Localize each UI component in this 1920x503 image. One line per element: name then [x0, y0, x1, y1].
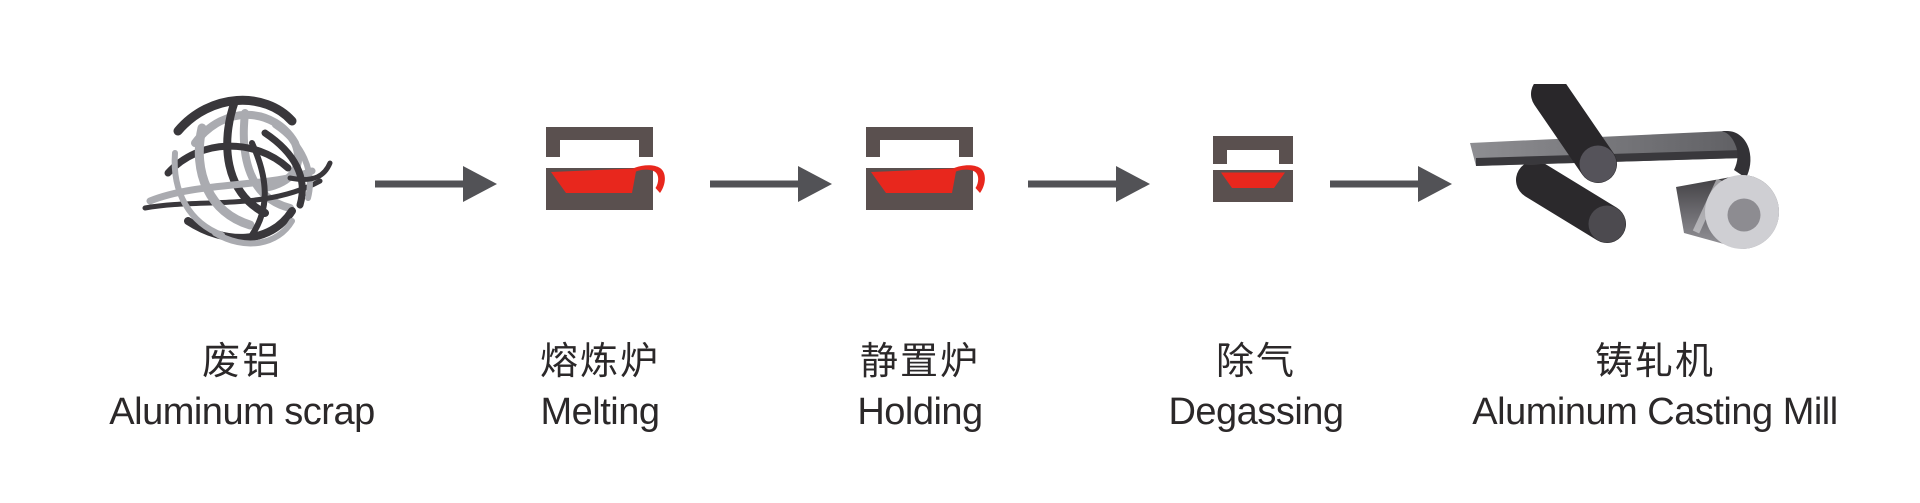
aluminum-scrap-icon: [142, 95, 333, 247]
holding-furnace-icon: [866, 127, 985, 210]
stage-label-holding: 静置炉 Holding: [857, 337, 983, 437]
stage-label-en: Aluminum Casting Mill: [1472, 391, 1838, 433]
degassing-furnace-icon: [1213, 136, 1293, 202]
stage-label-zh: 废铝: [201, 341, 283, 383]
stage-label-en: Melting: [540, 391, 660, 433]
melting-furnace-icon: [546, 127, 665, 210]
stage-label-aluminum-scrap: 废铝 Aluminum scrap: [109, 337, 375, 437]
stage-label-en: Degassing: [1168, 391, 1344, 433]
stage-label-en: Aluminum scrap: [109, 391, 375, 433]
sheet-wrap-down: [1722, 131, 1751, 178]
flow-arrow-icon: [375, 166, 497, 202]
upper-roller-endcap: [1579, 145, 1617, 183]
stage-label-degassing: 除气 Degassing: [1168, 337, 1344, 437]
stage-label-casting-mill: 铸轧机 Aluminum Casting Mill: [1472, 337, 1838, 437]
coil-hole: [1727, 198, 1761, 232]
flow-arrow-icon: [1028, 166, 1150, 202]
stage-label-zh: 铸轧机: [1594, 341, 1716, 383]
stage-label-zh: 熔炼炉: [539, 341, 661, 383]
flow-arrow-icon: [710, 166, 832, 202]
stage-label-en: Holding: [857, 391, 983, 433]
flow-arrow-icon: [1330, 166, 1452, 202]
stage-label-zh: 除气: [1215, 341, 1296, 383]
stage-label-zh: 静置炉: [859, 341, 980, 383]
casting-mill-icon: [1470, 84, 1779, 249]
stage-label-melting: 熔炼炉 Melting: [540, 337, 660, 437]
lower-roller-endcap: [1588, 205, 1626, 243]
